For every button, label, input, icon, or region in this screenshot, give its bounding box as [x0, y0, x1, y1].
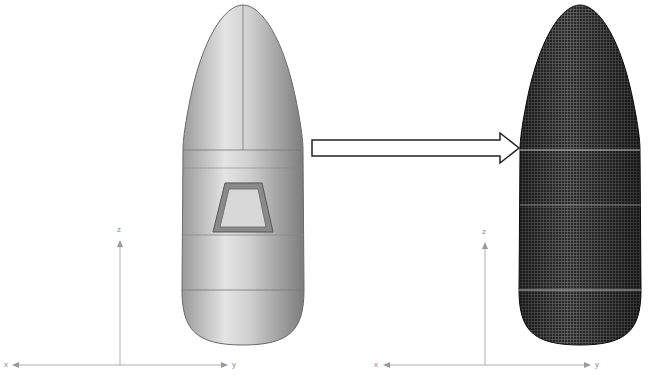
- solid-model: [182, 5, 304, 345]
- axis-label: y: [232, 361, 236, 369]
- axes: [12, 240, 228, 368]
- mesh-model: [519, 5, 641, 345]
- axis-label: z: [117, 226, 121, 234]
- axis-label: x: [374, 361, 378, 369]
- axis-label: z: [482, 228, 486, 236]
- axis-label: x: [4, 361, 8, 369]
- transform-arrow: [312, 133, 519, 163]
- axes: [383, 242, 591, 368]
- axis-label: y: [595, 361, 599, 369]
